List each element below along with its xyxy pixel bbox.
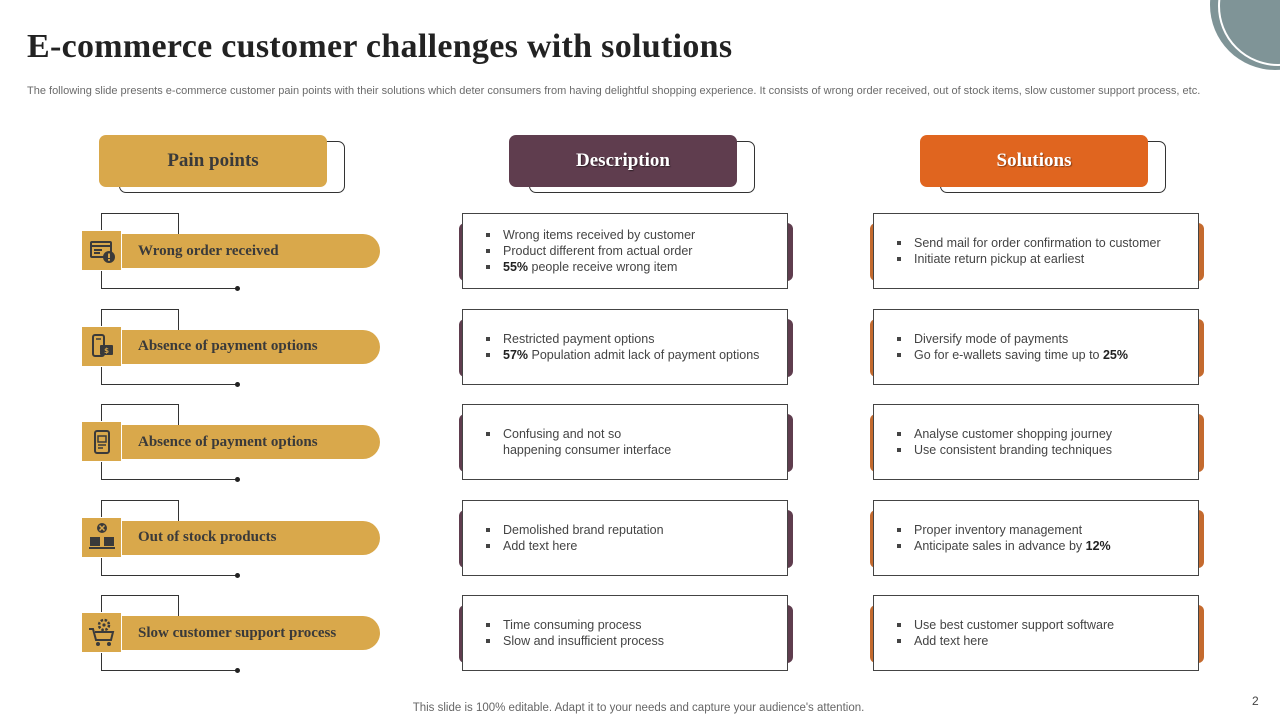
bullet-item: Product different from actual order <box>485 243 695 259</box>
bullet-item: Restricted payment options <box>485 331 759 347</box>
bullet-item: happening consumer interface <box>503 443 672 458</box>
connector-line <box>101 459 102 481</box>
bullet-item: 57% Population admit lack of payment opt… <box>485 347 759 363</box>
connector-line <box>101 595 179 617</box>
bullet-item: Diversify mode of payments <box>896 331 1128 347</box>
connector-dot <box>235 286 240 291</box>
bullet-item: 55% people receive wrong item <box>485 259 695 275</box>
bullet-item: Use best customer support software <box>896 617 1114 633</box>
connector-dot <box>235 477 240 483</box>
bullet-item: Anticipate sales in advance by 12% <box>896 538 1111 554</box>
connector-line <box>101 650 102 672</box>
slide-title: E-commerce customer challenges with solu… <box>27 28 733 65</box>
header-solutions-label: Solutions <box>920 135 1148 187</box>
bullet-item: Initiate return pickup at earliest <box>896 251 1161 267</box>
header-pain-points-label: Pain points <box>99 135 327 187</box>
bullet-item: Wrong items received by customer <box>485 227 695 243</box>
pain-point-row: Absence of payment options <box>80 404 390 484</box>
slide-subtitle: The following slide presents e-commerce … <box>27 85 1201 97</box>
pain-point-label: Slow customer support process <box>122 616 380 651</box>
order-warning-icon <box>81 230 122 271</box>
bullet-item: Proper inventory management <box>896 522 1111 538</box>
pain-point-label: Wrong order received <box>122 234 380 268</box>
bullet-item: Go for e-wallets saving time up to 25% <box>896 347 1128 363</box>
out-of-stock-icon <box>81 516 122 558</box>
connector-line <box>101 288 238 289</box>
connector-line <box>101 268 102 289</box>
connector-line <box>101 574 238 576</box>
bullet-item: Slow and insufficient process <box>485 633 664 649</box>
bullet-item: Demolished brand reputation <box>485 522 664 538</box>
connector-line <box>101 670 238 672</box>
connector-line <box>101 308 179 330</box>
bullet-item: Add text here <box>896 633 1114 649</box>
connector-line <box>101 383 238 385</box>
pain-point-label: Absence of payment options <box>122 329 380 364</box>
bullet-list: Send mail for order confirmation to cust… <box>896 235 1161 267</box>
header-description: Description <box>509 135 755 193</box>
svg-text:$: $ <box>104 347 109 355</box>
solution-card: Send mail for order confirmation to cust… <box>870 213 1204 291</box>
mobile-wallet-icon: $ <box>81 325 122 367</box>
header-description-label: Description <box>509 135 737 187</box>
pain-point-row: Absence of payment options $ <box>80 308 390 389</box>
connector-line <box>101 213 179 234</box>
pain-point-label: Out of stock products <box>122 520 380 555</box>
connector-line <box>101 479 238 481</box>
connector-line <box>101 363 102 385</box>
pain-point-row: Wrong order received <box>80 213 390 293</box>
header-solutions: Solutions <box>920 135 1166 193</box>
slide-footer: This slide is 100% editable. Adapt it to… <box>412 702 865 714</box>
page-number: 2 <box>1252 694 1259 708</box>
bullet-item: Time consuming process <box>485 617 664 633</box>
connector-dot <box>235 572 240 578</box>
connector-dot <box>235 668 240 674</box>
bullet-item: Send mail for order confirmation to cust… <box>896 235 1161 251</box>
bullet-item: Add text here <box>485 538 664 554</box>
card-body: Send mail for order confirmation to cust… <box>873 213 1199 289</box>
pain-point-row: Slow customer support process <box>80 595 390 675</box>
header-pain-points: Pain points <box>99 135 345 193</box>
bullet-item: Confusing and not so <box>485 426 671 442</box>
corner-decoration-ring <box>1218 0 1280 66</box>
connector-line <box>101 554 102 576</box>
pain-point-label: Absence of payment options <box>122 425 380 460</box>
pain-point-row: Out of stock products <box>80 499 390 580</box>
bullet-item: Use consistent branding techniques <box>896 442 1112 458</box>
phone-card-icon <box>81 421 122 463</box>
connector-line <box>101 404 179 426</box>
cart-gear-icon <box>81 612 122 654</box>
connector-line <box>101 499 179 521</box>
bullet-item: Analyse customer shopping journey <box>896 426 1112 442</box>
connector-dot <box>235 381 240 387</box>
